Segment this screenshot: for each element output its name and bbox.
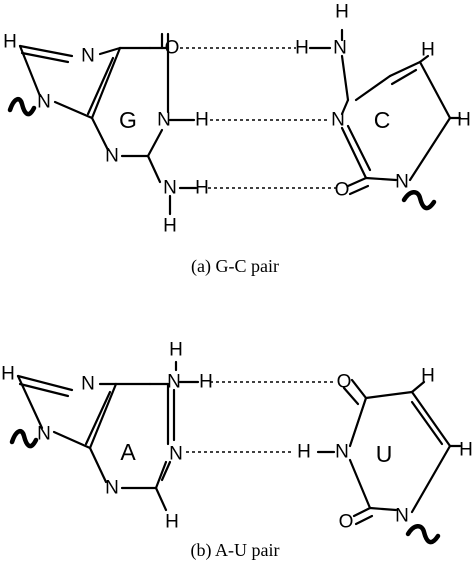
cytosine-sugar-attachment-icon: [401, 190, 437, 211]
guanine-bonds: [18, 32, 198, 216]
adenine-c8-hydrogen: H: [1, 364, 15, 385]
adenine-bonds: [16, 360, 200, 512]
guanine-n1-hydrogen: H: [195, 110, 209, 131]
cytosine-c5-hydrogen: H: [421, 40, 435, 61]
uracil-o4: O: [337, 372, 352, 393]
cytosine-n1: N: [395, 172, 409, 193]
uracil-sugar-attachment-icon: [405, 524, 441, 545]
adenine-n6-hydrogen-1: H: [169, 340, 183, 361]
guanine-n7: N: [81, 46, 95, 67]
cytosine-n3: N: [331, 110, 345, 131]
gc-pair-caption: (a) G-C pair: [191, 256, 279, 277]
guanine-n2-hydrogen-2: H: [163, 216, 177, 237]
uracil-n3-hydrogen: H: [297, 442, 311, 463]
au-pair-panel: H N N H N H N N H A O H H N H N O U (b) …: [1, 340, 473, 562]
gc-pair-panel: H N N O N H N N H H G H H N H N H N O C …: [3, 2, 471, 278]
uracil-o2: O: [339, 512, 354, 533]
guanine-c8-hydrogen: H: [3, 32, 17, 53]
adenine-n6: N: [167, 372, 181, 393]
uracil-ring-label: U: [376, 441, 393, 467]
adenine-n3: N: [105, 478, 119, 499]
guanine-n9: N: [37, 92, 51, 113]
cytosine-o2: O: [335, 180, 350, 201]
uracil-c6-hydrogen: H: [459, 440, 473, 461]
cytosine-n4-hydrogen-2: H: [295, 38, 309, 59]
adenine-n6-hydrogen-2: H: [199, 372, 213, 393]
uracil-c5-hydrogen: H: [421, 366, 435, 387]
cytosine-n4-hydrogen-1: H: [335, 2, 349, 23]
uracil-n1: N: [395, 506, 409, 527]
cytosine-bonds: [308, 28, 462, 196]
adenine-n9: N: [37, 424, 51, 445]
gc-hydrogen-bonds: [180, 47, 336, 189]
guanine-n2-hydrogen-1: H: [195, 178, 209, 199]
guanine-n2: N: [163, 178, 177, 199]
cytosine-c6-hydrogen: H: [457, 110, 471, 131]
adenine-sugar-attachment-icon: [9, 429, 39, 449]
cytosine-n4: N: [333, 38, 347, 59]
guanine-o6: O: [165, 38, 180, 59]
au-pair-caption: (b) A-U pair: [191, 540, 280, 561]
adenine-n7: N: [81, 374, 95, 395]
adenine-n1: N: [169, 444, 183, 465]
guanine-n3: N: [105, 146, 119, 167]
cytosine-ring-label: C: [374, 107, 391, 133]
au-hydrogen-bonds: [186, 381, 336, 453]
guanine-sugar-attachment-icon: [7, 97, 37, 117]
adenine-ring-label: A: [120, 439, 136, 465]
uracil-n3: N: [335, 442, 349, 463]
adenine-c2-hydrogen: H: [165, 512, 179, 533]
guanine-ring-label: G: [119, 107, 137, 133]
uracil-bonds: [316, 378, 462, 526]
guanine-n1: N: [157, 110, 171, 131]
